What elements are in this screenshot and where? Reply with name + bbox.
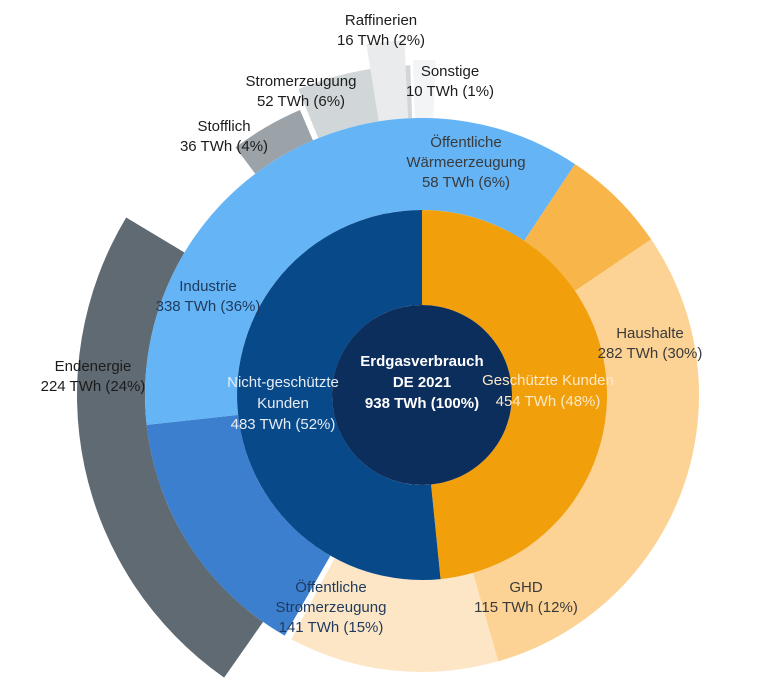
- label-hh: Haushalte 282 TWh (30%): [598, 325, 703, 362]
- segment-ind: [144, 117, 576, 425]
- label-raf-line: Raffinerien: [345, 12, 417, 29]
- label-end: Endenergie 224 TWh (24%): [41, 358, 146, 395]
- label-str-line: Stromerzeugung: [246, 73, 357, 90]
- label-ghd: GHD 115 TWh (12%): [474, 579, 578, 616]
- segment-oes: [146, 414, 331, 636]
- label-ngk-line: Nicht-geschützte: [227, 374, 339, 391]
- label-ghd-line: GHD: [509, 579, 543, 596]
- label-oes-line: Stromerzeugung: [276, 599, 387, 616]
- segment-son: [413, 59, 436, 119]
- segments: [76, 40, 700, 678]
- label-ghd-line: 115 TWh (12%): [474, 599, 578, 616]
- label-ind-line: 338 TWh (36%): [156, 298, 261, 315]
- segment-ghd: [291, 558, 499, 673]
- label-ngk-line: 483 TWh (52%): [231, 416, 336, 433]
- label-gk-line: Geschützte Kunden: [482, 372, 614, 389]
- label-end-line: 224 TWh (24%): [41, 378, 146, 395]
- segment-ngk: [237, 210, 441, 580]
- label-son-line: 10 TWh (1%): [406, 83, 494, 100]
- segment-labels: Erdgasverbrauch DE 2021 938 TWh (100%) Nich…: [41, 12, 703, 636]
- segment-end: [76, 217, 264, 678]
- segment-gk: [422, 210, 608, 580]
- segment-oew: [524, 164, 652, 292]
- label-ind-line: Industrie: [179, 278, 237, 295]
- label-sto-line: 36 TWh (4%): [180, 138, 268, 155]
- label-center-line: DE 2021: [393, 374, 451, 391]
- segment-sto: [235, 110, 313, 174]
- segment-hh: [472, 239, 700, 662]
- label-center-line: 938 TWh (100%): [365, 395, 479, 412]
- label-oew-line: Wärmeerzeugung: [406, 154, 525, 171]
- label-str-line: 52 TWh (6%): [257, 93, 345, 110]
- label-son-line: Sonstige: [421, 63, 479, 80]
- label-oes-line: 141 TWh (15%): [279, 619, 384, 636]
- label-hh-line: 282 TWh (30%): [598, 345, 703, 362]
- label-ngk-line: Kunden: [257, 395, 309, 412]
- segment-raf: [366, 40, 409, 122]
- label-son: Sonstige 10 TWh (1%): [406, 63, 494, 100]
- label-str: Stromerzeugung 52 TWh (6%): [246, 73, 357, 110]
- label-raf: Raffinerien 16 TWh (2%): [337, 12, 425, 49]
- label-hh-line: Haushalte: [616, 325, 684, 342]
- label-sto: Stofflich 36 TWh (4%): [180, 118, 268, 155]
- label-oew-line: 58 TWh (6%): [422, 174, 510, 191]
- label-oes-line: Öffentliche: [295, 578, 366, 596]
- label-ind: Industrie 338 TWh (36%): [156, 278, 261, 315]
- label-end-line: Endenergie: [55, 358, 132, 375]
- label-raf-line: 16 TWh (2%): [337, 32, 425, 49]
- label-oew-line: Öffentliche: [430, 133, 501, 151]
- label-sto-line: Stofflich: [197, 118, 250, 135]
- label-center-line: Erdgasverbrauch: [360, 353, 483, 370]
- center-disc: [332, 305, 512, 485]
- label-gk-line: 454 TWh (48%): [496, 393, 601, 410]
- label-center: Erdgasverbrauch DE 2021 938 TWh (100%): [360, 353, 483, 412]
- label-gk: Geschützte Kunden 454 TWh (48%): [482, 372, 614, 410]
